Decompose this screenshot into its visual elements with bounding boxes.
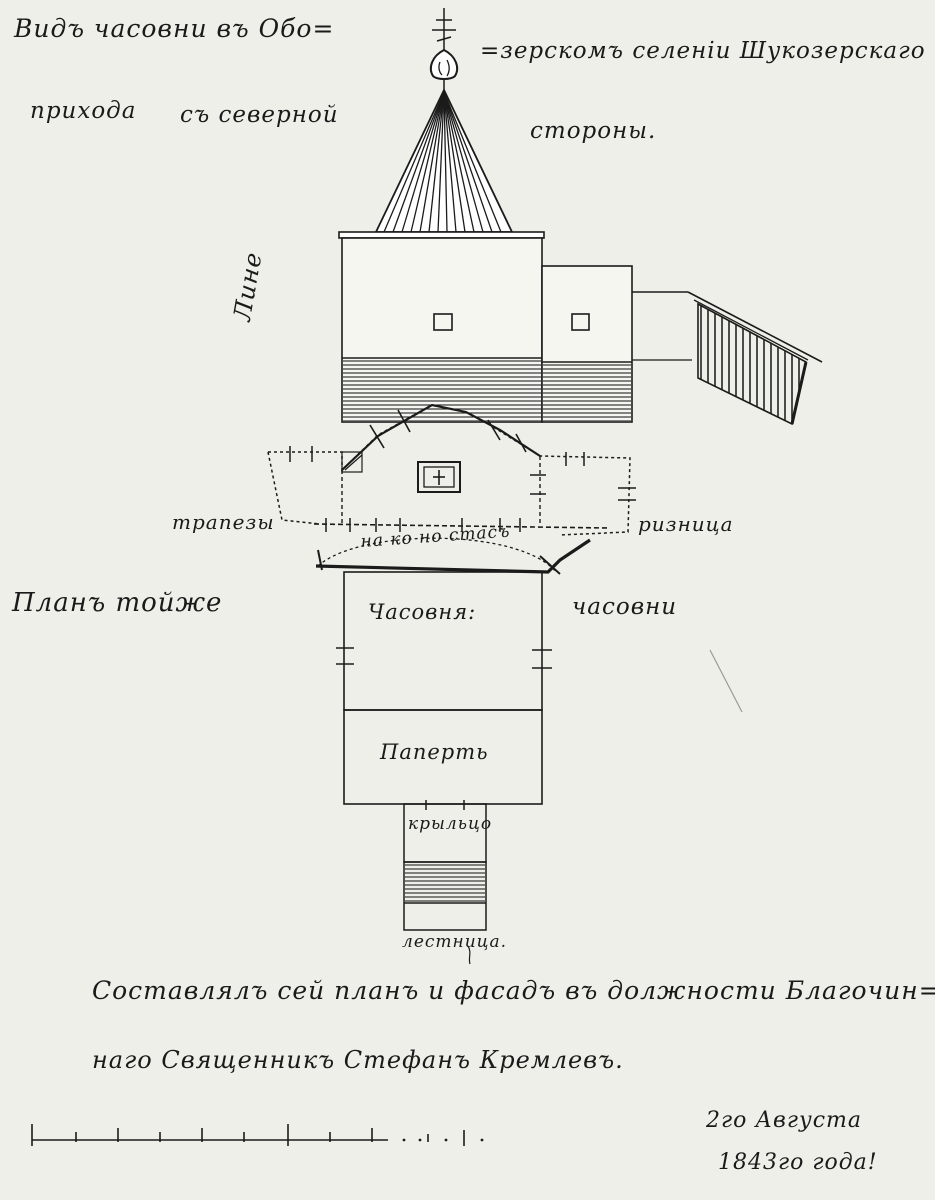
title-line1-right: =зерскомъ селеніи Шукозерскаго bbox=[480, 38, 926, 64]
trapeza-right-label: ризница bbox=[638, 512, 734, 536]
porch-room-label: Паперть bbox=[380, 740, 489, 764]
title-line2-right: стороны. bbox=[530, 118, 657, 144]
date-line1: 2го Августа bbox=[706, 1108, 862, 1133]
stairs-plan bbox=[403, 861, 487, 931]
plan-label-right: часовни bbox=[572, 594, 678, 620]
stair-elevation bbox=[697, 302, 807, 426]
title-line1-left: Видъ часовни въ Обо= bbox=[14, 14, 335, 43]
caption-line1: Составлялъ сей планъ и фасадъ въ должнос… bbox=[92, 976, 935, 1005]
window-main bbox=[433, 313, 453, 331]
iconostasis-line bbox=[313, 523, 609, 529]
window-annex bbox=[571, 313, 590, 331]
tent-roof bbox=[374, 87, 514, 233]
cross-icon bbox=[432, 8, 456, 52]
trapeza-left-label: трапезы bbox=[172, 510, 275, 534]
plan-lower bbox=[336, 571, 552, 965]
plan-label-left: Планъ тойже bbox=[12, 588, 223, 618]
iconostasis-base bbox=[315, 538, 591, 574]
chapel-room bbox=[343, 571, 543, 711]
altar-square bbox=[417, 461, 461, 493]
caption-line2: наго Священникъ Стефанъ Кремлевъ. bbox=[92, 1046, 624, 1074]
title-line2-mid: съ северной bbox=[180, 102, 339, 128]
stairs-label: лестница. bbox=[402, 932, 508, 952]
onion-dome bbox=[429, 48, 459, 80]
title-line2-left: прихода bbox=[30, 98, 137, 124]
date-line2: 1843го года! bbox=[718, 1150, 878, 1175]
elevation-view bbox=[338, 8, 823, 426]
stoop-label: крыльцо bbox=[408, 814, 493, 834]
plan-upper bbox=[267, 403, 636, 575]
chapel-room-label: Часовня: bbox=[368, 600, 477, 624]
scale-bar bbox=[31, 1124, 484, 1146]
